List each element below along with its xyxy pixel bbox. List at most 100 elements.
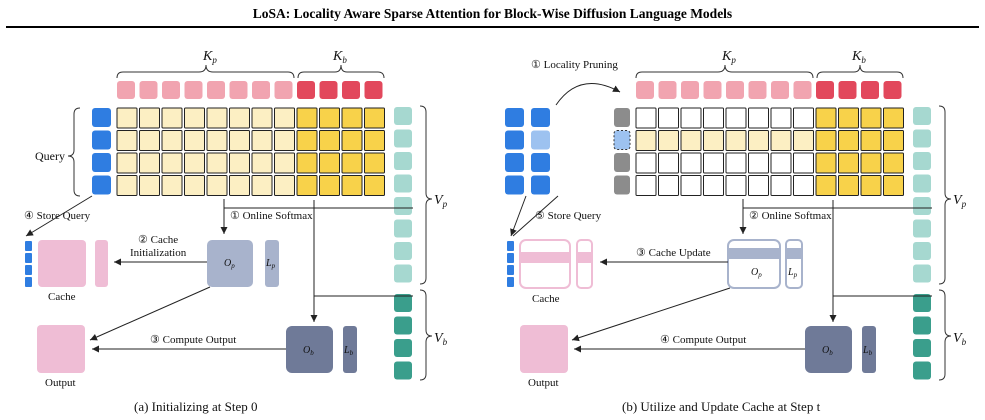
- attention-cell: [748, 175, 769, 196]
- query-token: [505, 108, 524, 127]
- svg-text:Lp: Lp: [787, 267, 798, 279]
- kb-brace-b: [816, 64, 904, 79]
- cached-query-token: [507, 277, 514, 287]
- key-prefix-token: [703, 81, 722, 99]
- cache-label-b: Cache: [532, 293, 560, 305]
- vb-label-b: Vb: [953, 331, 967, 347]
- attention-cell: [815, 107, 837, 129]
- online-softmax-label-a: ① Online Softmax: [230, 210, 313, 222]
- attention-cell: [658, 175, 679, 196]
- attention-cell: [341, 130, 363, 151]
- pruned-query-indicator: [614, 108, 630, 127]
- attention-cell: [184, 107, 205, 129]
- kp-label-b: Kp: [721, 49, 736, 65]
- attention-cell: [838, 130, 859, 151]
- svg-text:Ob: Ob: [303, 345, 314, 357]
- cached-query-token: [507, 253, 514, 263]
- attention-cell: [296, 130, 318, 151]
- value-block-token: [394, 316, 412, 335]
- key-prefix-token: [162, 81, 180, 99]
- grid-connector-b: [742, 199, 932, 209]
- query-token: [531, 130, 550, 150]
- value-prefix-token: [913, 152, 931, 170]
- attention-cell: [883, 130, 904, 151]
- attention-cell: [725, 130, 747, 151]
- key-prefix-token: [207, 81, 225, 99]
- attention-cell: [206, 107, 228, 129]
- attention-cell: [319, 175, 340, 196]
- attention-cell: [635, 107, 657, 129]
- key-prefix-token: [771, 81, 789, 99]
- attention-cell: [860, 130, 882, 151]
- svg-text:Op: Op: [224, 258, 235, 270]
- cached-query-token: [25, 241, 32, 251]
- attention-cell: [793, 107, 814, 129]
- vp-label-b: Vp: [953, 193, 967, 209]
- online-softmax-label-b: ② Online Softmax: [749, 210, 832, 222]
- locality-pruning-label: ① Locality Pruning: [531, 59, 618, 71]
- kp-brace-b: [635, 64, 814, 79]
- cache-output-a: [38, 240, 86, 287]
- key-prefix-token: [139, 81, 158, 99]
- attention-cell: [680, 130, 702, 151]
- attention-cell: [274, 152, 295, 174]
- query-token: [505, 130, 524, 150]
- cached-query-token: [507, 265, 514, 275]
- value-prefix-token: [394, 264, 412, 283]
- pruned-query-indicator: [614, 175, 630, 195]
- attention-cell: [364, 175, 385, 196]
- pruned-query-indicator: [614, 153, 630, 172]
- attention-cell: [161, 107, 183, 129]
- value-prefix-token: [394, 219, 412, 238]
- attention-cell: [319, 130, 340, 151]
- value-block-token: [913, 339, 931, 357]
- key-block-token: [319, 81, 338, 99]
- attention-cell: [883, 107, 904, 129]
- panel-b: Kp Kb ① Locality Pruning Vp Vb ② Online …: [505, 49, 967, 414]
- key-prefix-token: [274, 81, 293, 99]
- attention-cell: [725, 107, 747, 129]
- attention-cell: [116, 152, 138, 174]
- attention-cell: [139, 175, 160, 196]
- block-output-ob-a: [286, 326, 333, 373]
- panel-a: Kp Kb Query Vp Vb ① Online Softmax ④ Sto…: [24, 49, 448, 414]
- attention-cell: [815, 130, 837, 151]
- caption-b: (b) Utilize and Update Cache at Step t: [622, 399, 821, 414]
- partial-output-op-a: [207, 240, 253, 287]
- attention-cell: [364, 152, 385, 174]
- query-token: [92, 153, 111, 172]
- partial-lse-lp-a: [265, 240, 279, 287]
- value-prefix-token: [394, 107, 412, 125]
- query-token: [505, 175, 524, 195]
- attention-cell: [296, 107, 318, 129]
- query-token: [92, 175, 111, 195]
- query-token: [92, 130, 111, 150]
- attention-cell: [229, 152, 250, 174]
- attention-cell: [838, 152, 859, 174]
- vp-brace-b: [938, 105, 952, 285]
- attention-cell: [703, 130, 724, 151]
- key-prefix-token: [793, 81, 812, 99]
- attention-cell: [770, 107, 792, 129]
- pruned-query-indicator: [613, 130, 631, 150]
- attention-cell: [748, 130, 769, 151]
- attention-cell: [116, 175, 138, 196]
- value-prefix-token: [394, 129, 412, 148]
- page-title: LoSA: Locality Aware Sparse Attention fo…: [252, 6, 733, 21]
- attention-cell: [635, 130, 657, 151]
- key-block-token: [364, 81, 383, 99]
- value-block-token: [394, 339, 412, 357]
- key-prefix-token: [229, 81, 248, 99]
- attention-cell: [116, 130, 138, 151]
- key-block-token: [816, 81, 834, 99]
- vb-label-a: Vb: [434, 331, 448, 347]
- attention-cell: [274, 175, 295, 196]
- query-tokens-b: [505, 108, 550, 195]
- query-tokens-a: [92, 108, 111, 195]
- final-output-a: [37, 325, 85, 373]
- cache-lse-b: [576, 239, 593, 289]
- store-query-label-b: ⑤ Store Query: [535, 210, 602, 222]
- attention-cell: [860, 152, 882, 174]
- svg-text:Lp: Lp: [265, 258, 276, 270]
- attention-cell: [680, 107, 702, 129]
